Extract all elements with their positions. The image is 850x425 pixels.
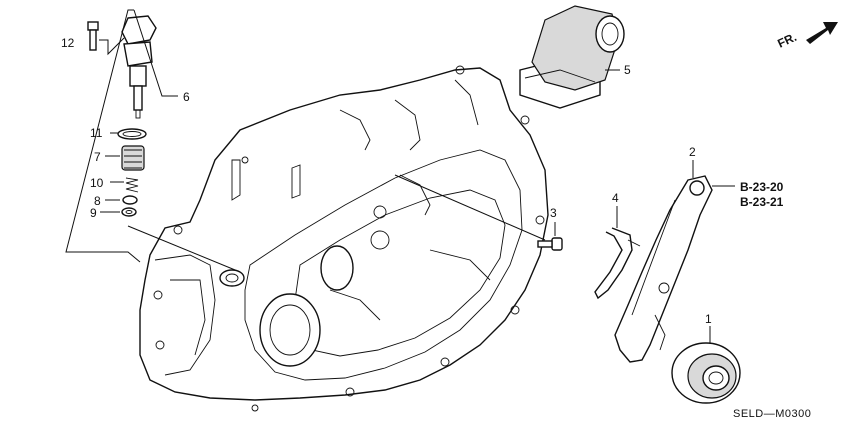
part-8-washer <box>122 195 138 205</box>
part-6-speed-sensor <box>121 15 157 119</box>
front-direction-label: FR. <box>775 30 798 51</box>
callout-labels: 12 6 11 7 10 8 9 5 3 4 2 1 <box>61 36 712 326</box>
callout-6: 6 <box>183 90 190 104</box>
callout-10: 10 <box>90 176 104 190</box>
clutch-housing <box>139 65 549 412</box>
callout-11: 11 <box>90 126 103 140</box>
diagram-code: SELD—M0300 <box>733 408 811 420</box>
part-5-cover <box>519 5 625 109</box>
reference-code-1: B-23-20 <box>740 180 784 194</box>
reference-codes: B-23-20 B-23-21 <box>740 180 784 209</box>
leader-lines <box>65 9 735 344</box>
callout-2: 2 <box>689 145 696 159</box>
part-10-spring <box>125 177 139 193</box>
front-arrow-icon <box>806 22 838 44</box>
callout-3: 3 <box>550 206 557 220</box>
part-1-release-bearing <box>671 342 741 404</box>
part-2-release-fork <box>614 175 713 363</box>
callout-5: 5 <box>624 63 631 77</box>
callout-9: 9 <box>90 206 97 220</box>
part-7-gear <box>121 145 145 171</box>
part-9-clip <box>121 207 137 217</box>
part-4-spring-clip <box>594 227 641 300</box>
callout-12: 12 <box>61 36 75 50</box>
callout-1: 1 <box>705 312 712 326</box>
reference-code-2: B-23-21 <box>740 195 784 209</box>
front-direction-indicator: FR. <box>775 22 838 51</box>
part-11-o-ring <box>117 128 147 140</box>
callout-4: 4 <box>612 191 619 205</box>
callout-8: 8 <box>94 194 101 208</box>
part-12-bolt <box>87 21 99 51</box>
part-3-bolt <box>537 237 563 251</box>
callout-7: 7 <box>94 150 101 164</box>
